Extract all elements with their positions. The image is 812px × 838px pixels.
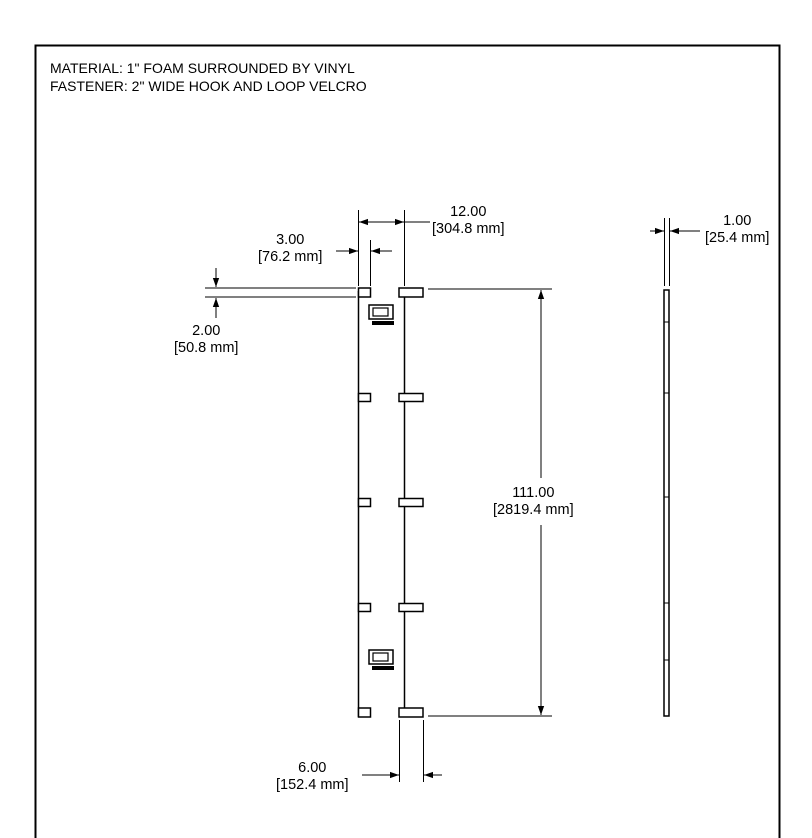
logo-stamp-top [368,304,394,325]
dim-height-label: 111.00 [2819.4 mm] [493,485,574,519]
dim-thickness-label: 1.00 [25.4 mm] [705,213,769,247]
material-note: MATERIAL: 1" FOAM SURROUNDED BY VINYL [50,60,355,76]
dim-thickness-metric: [25.4 mm] [705,230,770,246]
dim-offset-value: 3.00 [276,232,305,248]
strap-right-2 [398,392,424,403]
drawing-frame [34,44,781,838]
dim-offset-metric: [76.2 mm] [258,249,323,265]
dim-bottom-value: 6.00 [298,760,327,776]
logo-stamp-bottom [368,649,394,670]
dim-height-value: 111.00 [512,485,555,501]
fastener-note: FASTENER: 2" WIDE HOOK AND LOOP VELCRO [50,78,367,94]
strap-left-5 [357,707,372,718]
dimension-lines [205,210,700,782]
strap-right-5 [398,707,424,718]
strap-right-1 [398,287,424,298]
dim-width-metric: [304.8 mm] [432,221,505,237]
dim-bottom-metric: [152.4 mm] [276,777,349,793]
side-view [663,289,670,717]
strap-left-3 [357,497,372,508]
strap-left-4 [357,602,372,613]
strap-left-2 [357,392,372,403]
strap-right-4 [398,602,424,613]
dim-height-metric: [2819.4 mm] [493,502,574,518]
dim-width-value: 12.00 [450,204,487,220]
dim-width-label: 12.00 [304.8 mm] [432,204,505,238]
dim-thickness-value: 1.00 [723,213,752,229]
dim-offset-label: 3.00 [76.2 mm] [258,232,322,266]
strap-right-3 [398,497,424,508]
dim-bottom-label: 6.00 [152.4 mm] [276,760,349,794]
dim-strap-label: 2.00 [50.8 mm] [174,323,238,357]
dim-strap-value: 2.00 [192,323,221,339]
strap-left-1 [357,287,372,298]
velcro-straps [357,287,424,718]
dim-strap-metric: [50.8 mm] [174,340,239,356]
